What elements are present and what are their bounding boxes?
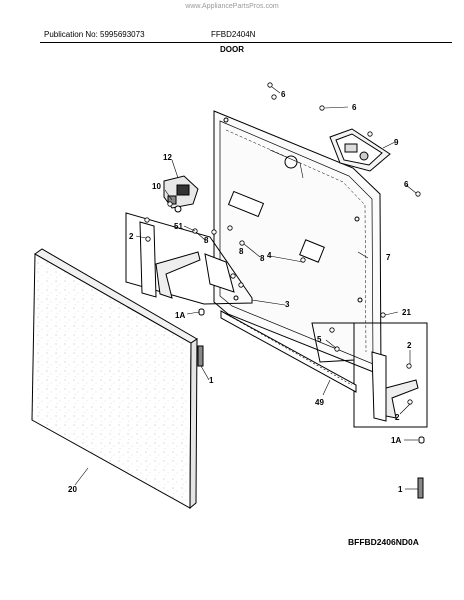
callout-20: 20 [68,485,77,494]
callout-1A-left: 1A [175,311,185,320]
callout-1-left: 1 [209,376,214,385]
callout-6-right: 6 [404,180,409,189]
watermark-text: www.AppliancePartsPros.com [185,3,279,10]
door-seal-strip [220,310,357,393]
callout-1A-right: 1A [391,436,401,445]
callout-4: 4 [267,251,272,260]
callout-21: 21 [402,308,411,317]
callout-10: 10 [152,182,161,191]
callout-6-mid: 6 [352,103,357,112]
model-number: FFBD2404N [211,30,256,39]
callout-2-right-top: 2 [407,341,412,350]
callout-8-b: 8 [239,247,244,256]
callout-51: 51 [174,222,183,231]
right-hinge-group [311,322,428,428]
callout-8-c: 8 [260,254,265,263]
callout-6-top: 6 [281,90,286,99]
inner-door-panel [213,110,382,376]
callout-8-a: 8 [204,236,209,245]
callout-2-left: 2 [129,232,134,241]
diagram-code: BFFBD2406ND0A [348,537,419,547]
callout-1-right: 1 [398,485,403,494]
header-divider [40,42,452,43]
left-hinge-rod [197,308,205,367]
callout-49: 49 [315,398,324,407]
callout-2-right-bottom: 2 [395,413,400,422]
leader-lines [74,86,418,490]
callout-12: 12 [163,153,172,162]
left-hinge-group [125,212,253,305]
callout-3: 3 [285,300,290,309]
callout-9: 9 [394,138,399,147]
latch-assembly [163,175,199,213]
dispenser-assembly [329,128,391,172]
right-hinge-rod [417,436,425,499]
publication-number: Publication No: 5995693073 [44,30,145,39]
screw-set [144,82,421,405]
callout-labels: 6 6 9 6 12 10 51 8 8 8 2 4 7 3 21 1A 5 2… [68,90,412,494]
callout-5: 5 [317,335,322,344]
section-title: DOOR [220,45,244,54]
outer-door-panel [31,248,198,510]
callout-7: 7 [386,253,391,262]
